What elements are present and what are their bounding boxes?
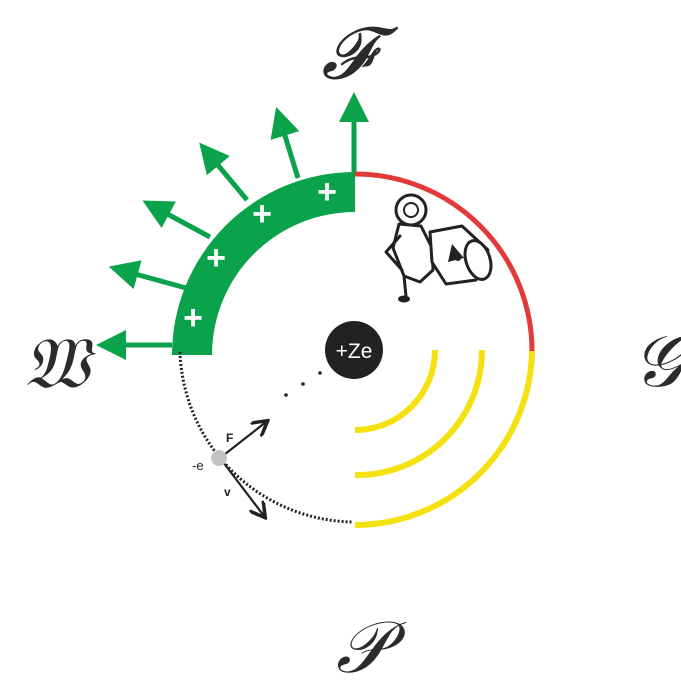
nucleus (325, 321, 383, 379)
field-arrows (96, 92, 369, 360)
attraction-dots (284, 371, 322, 397)
emission-waves (354, 349, 485, 479)
electron (211, 450, 227, 466)
yellow-arc (354, 350, 535, 528)
emission-wave (354, 349, 485, 479)
plus-mark: + (183, 299, 203, 337)
electron-orbit (178, 351, 354, 524)
velocity-label: v (224, 485, 231, 499)
quadrant-label-bottom: 𝒫 (336, 605, 407, 689)
red-arc (354, 171, 535, 352)
plus-mark: + (206, 239, 226, 277)
force-vector (219, 422, 266, 459)
quadrant-label-right: 𝒢 (632, 319, 681, 403)
plus-mark: + (317, 173, 337, 211)
quadrant-label-top: 𝓕 (321, 11, 399, 95)
velocity-vector (219, 457, 264, 516)
force-label: F (226, 431, 233, 445)
radioactive-barrel-cart-icon (384, 193, 493, 303)
electron-label: -e (192, 458, 204, 473)
positive-charge-band (172, 172, 355, 355)
quadrant-label-left: 𝔚 (23, 321, 96, 405)
field-arrow (199, 142, 249, 202)
field-arrow (270, 106, 301, 179)
field-arrow (142, 200, 212, 240)
field-arrow (108, 260, 187, 291)
nucleus-label: +Ze (336, 340, 373, 363)
emission-wave (354, 349, 438, 433)
plus-mark: + (252, 195, 272, 233)
